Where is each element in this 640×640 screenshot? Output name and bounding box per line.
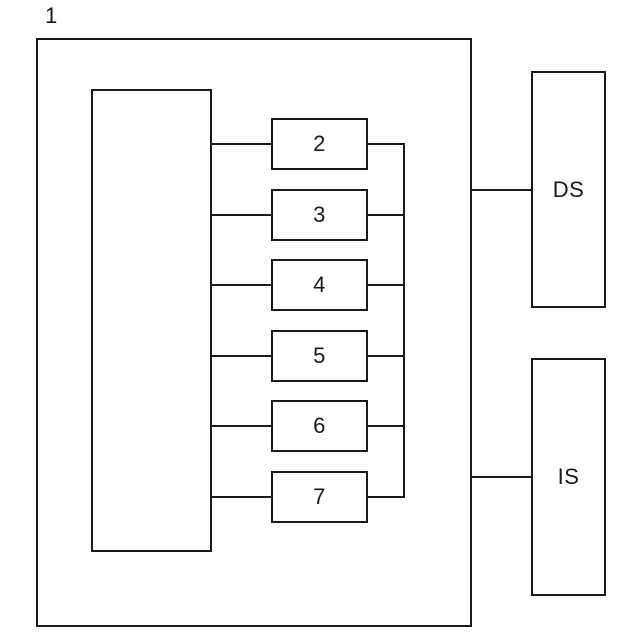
module-box-7-label: 7	[313, 484, 326, 509]
ds-box-label: DS	[552, 176, 585, 202]
ds-box: DS	[531, 71, 606, 308]
connector-module-2-bus	[368, 143, 405, 145]
module-box-5: 5	[271, 330, 368, 382]
connector-module-7-bus	[368, 496, 405, 498]
module-box-2: 2	[271, 118, 368, 170]
module-bus-line	[403, 143, 405, 498]
connector-controller-module-3	[212, 214, 271, 216]
module-box-4: 4	[271, 259, 368, 311]
connector-controller-module-5	[212, 355, 271, 357]
module-box-2-label: 2	[313, 131, 326, 156]
module-box-6-label: 6	[313, 413, 326, 438]
connector-module-3-bus	[368, 214, 405, 216]
module-box-3: 3	[271, 189, 368, 241]
connector-module-4-bus	[368, 284, 405, 286]
module-box-5-label: 5	[313, 343, 326, 368]
module-box-4-label: 4	[313, 272, 326, 297]
module-box-7: 7	[271, 471, 368, 523]
connector-controller-module-7	[212, 496, 271, 498]
connector-outer-is	[472, 476, 531, 478]
connector-controller-module-6	[212, 425, 271, 427]
controller-box	[91, 89, 212, 552]
module-box-6: 6	[271, 400, 368, 452]
is-box: IS	[531, 358, 606, 596]
connector-controller-module-2	[212, 143, 271, 145]
connector-outer-ds	[472, 189, 531, 191]
is-box-label: IS	[557, 464, 580, 489]
outer-box-label: 1	[45, 3, 58, 28]
connector-module-5-bus	[368, 355, 405, 357]
module-box-3-label: 3	[313, 202, 326, 227]
connector-module-6-bus	[368, 425, 405, 427]
connector-controller-module-4	[212, 284, 271, 286]
